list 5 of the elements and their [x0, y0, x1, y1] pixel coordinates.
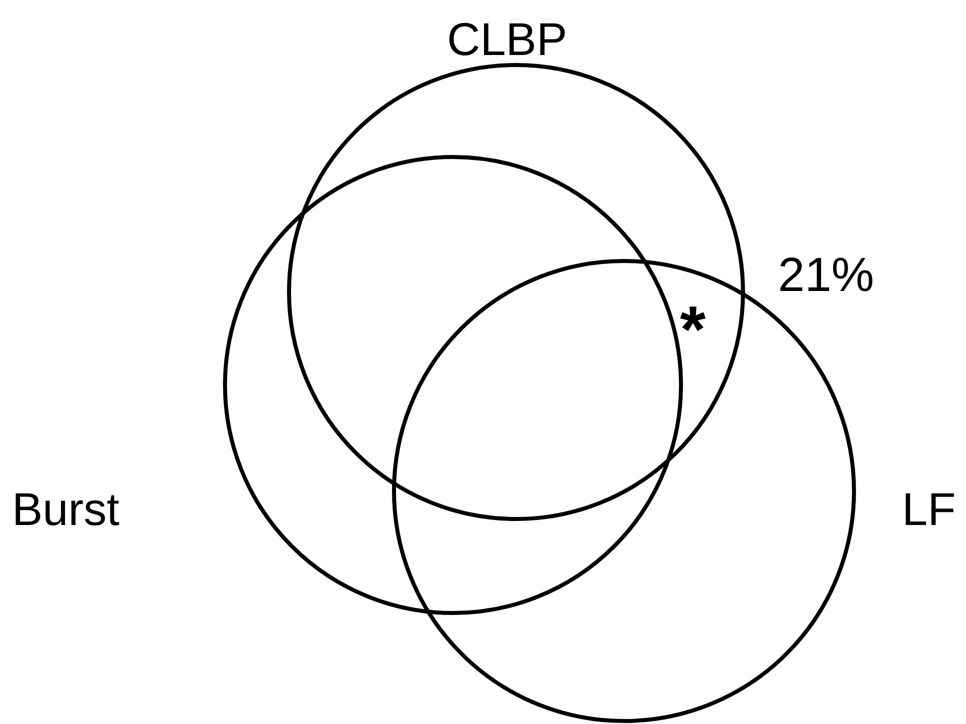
- set-label: Burst: [12, 486, 120, 532]
- set-label: LF: [902, 486, 956, 532]
- set-label: CLBP: [447, 16, 568, 62]
- significance-marker: *: [680, 296, 706, 362]
- percentage-label: 21%: [778, 252, 874, 300]
